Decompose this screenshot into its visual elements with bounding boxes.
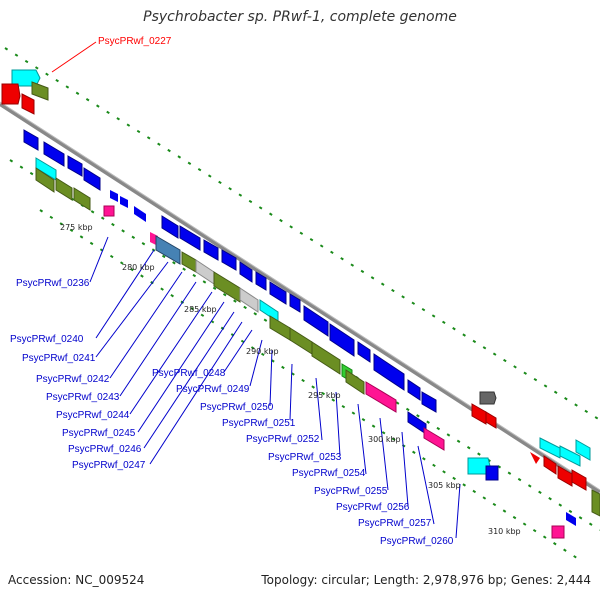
topology-text: Topology: circular; Length: 2,978,976 bp… xyxy=(261,573,591,587)
tick-label: 285 kbp xyxy=(184,305,217,314)
gene-label: PsycPRwf_0253 xyxy=(268,452,342,463)
gene-label: PsycPRwf_0245 xyxy=(62,428,136,439)
gene-label: PsycPRwf_0244 xyxy=(56,410,130,421)
gene-label: PsycPRwf_0250 xyxy=(200,402,274,413)
gene-label: PsycPRwf_0240 xyxy=(10,334,84,345)
gene-cluster-right[interactable] xyxy=(467,391,600,539)
gene-arrow-forward xyxy=(110,190,118,202)
gene-block-red xyxy=(1,83,21,105)
gene-block-magenta xyxy=(103,205,115,217)
tick-label: 305 kbp xyxy=(428,481,461,490)
gene-label: PsycPRwf_0255 xyxy=(314,486,388,497)
gene-label: PsycPRwf_0252 xyxy=(246,434,320,445)
gene-cluster-upper[interactable] xyxy=(23,129,146,222)
gene-block-olive xyxy=(31,81,49,101)
gene-label: PsycPRwf_0260 xyxy=(380,536,454,547)
genome-backbone xyxy=(0,101,600,494)
tick-label: 280 kbp xyxy=(122,263,155,272)
gene-label: PsycPRwf_0251 xyxy=(222,418,296,429)
tick-label: 275 kbp xyxy=(60,223,93,232)
gene-arrow-forward xyxy=(23,129,39,151)
label-callout-lines xyxy=(51,41,461,539)
tick-label: 310 kbp xyxy=(488,527,521,536)
gene-arrow-forward xyxy=(120,196,128,208)
gene-label: PsycPRwf_0248 xyxy=(152,368,226,379)
gene-arrow-forward xyxy=(43,141,65,167)
grid-line-outer xyxy=(4,47,600,421)
gene-label: PsycPRwf_0241 xyxy=(22,353,96,364)
gene-labels[interactable]: PsycPRwf_0236 PsycPRwf_0240 PsycPRwf_024… xyxy=(10,278,454,547)
gene-block-olive xyxy=(35,167,55,193)
tick-label: 300 kbp xyxy=(368,435,401,444)
tick-label: 295 kbp xyxy=(308,391,341,400)
accession-text: Accession: NC_009524 xyxy=(8,573,145,587)
gene-cluster-main-forward[interactable] xyxy=(161,215,437,435)
gene-label: PsycPRwf_0249 xyxy=(176,384,250,395)
gene-block-red xyxy=(21,93,35,115)
gene-block-olive xyxy=(73,187,91,211)
map-title: Psychrobacter sp. PRwf-1, complete genom… xyxy=(143,9,457,25)
gene-label: PsycPRwf_0254 xyxy=(292,468,366,479)
tick-label: 290 kbp xyxy=(246,347,279,356)
gene-label: PsycPRwf_0246 xyxy=(68,444,142,455)
gene-arrow-forward xyxy=(83,167,101,191)
gene-block-olive xyxy=(55,177,73,201)
grid-lines xyxy=(4,47,600,561)
gene-label-highlight[interactable]: PsycPRwf_0227 xyxy=(98,36,172,47)
grid-line-inner-2 xyxy=(39,209,581,561)
gene-label: PsycPRwf_0256 xyxy=(336,502,410,513)
gene-arrow-forward xyxy=(134,206,146,222)
gene-label: PsycPRwf_0243 xyxy=(46,392,120,403)
position-ticks: 275 kbp 280 kbp 285 kbp 290 kbp 295 kbp … xyxy=(60,223,521,536)
gene-label: PsycPRwf_0257 xyxy=(358,518,432,529)
gene-cluster-left[interactable] xyxy=(1,69,49,115)
gene-cluster-main-blocks[interactable] xyxy=(150,232,445,451)
gene-arrow-forward xyxy=(67,155,83,177)
gene-label: PsycPRwf_0236 xyxy=(16,278,90,289)
gene-label: PsycPRwf_0247 xyxy=(72,460,146,471)
gene-label: PsycPRwf_0242 xyxy=(36,374,110,385)
